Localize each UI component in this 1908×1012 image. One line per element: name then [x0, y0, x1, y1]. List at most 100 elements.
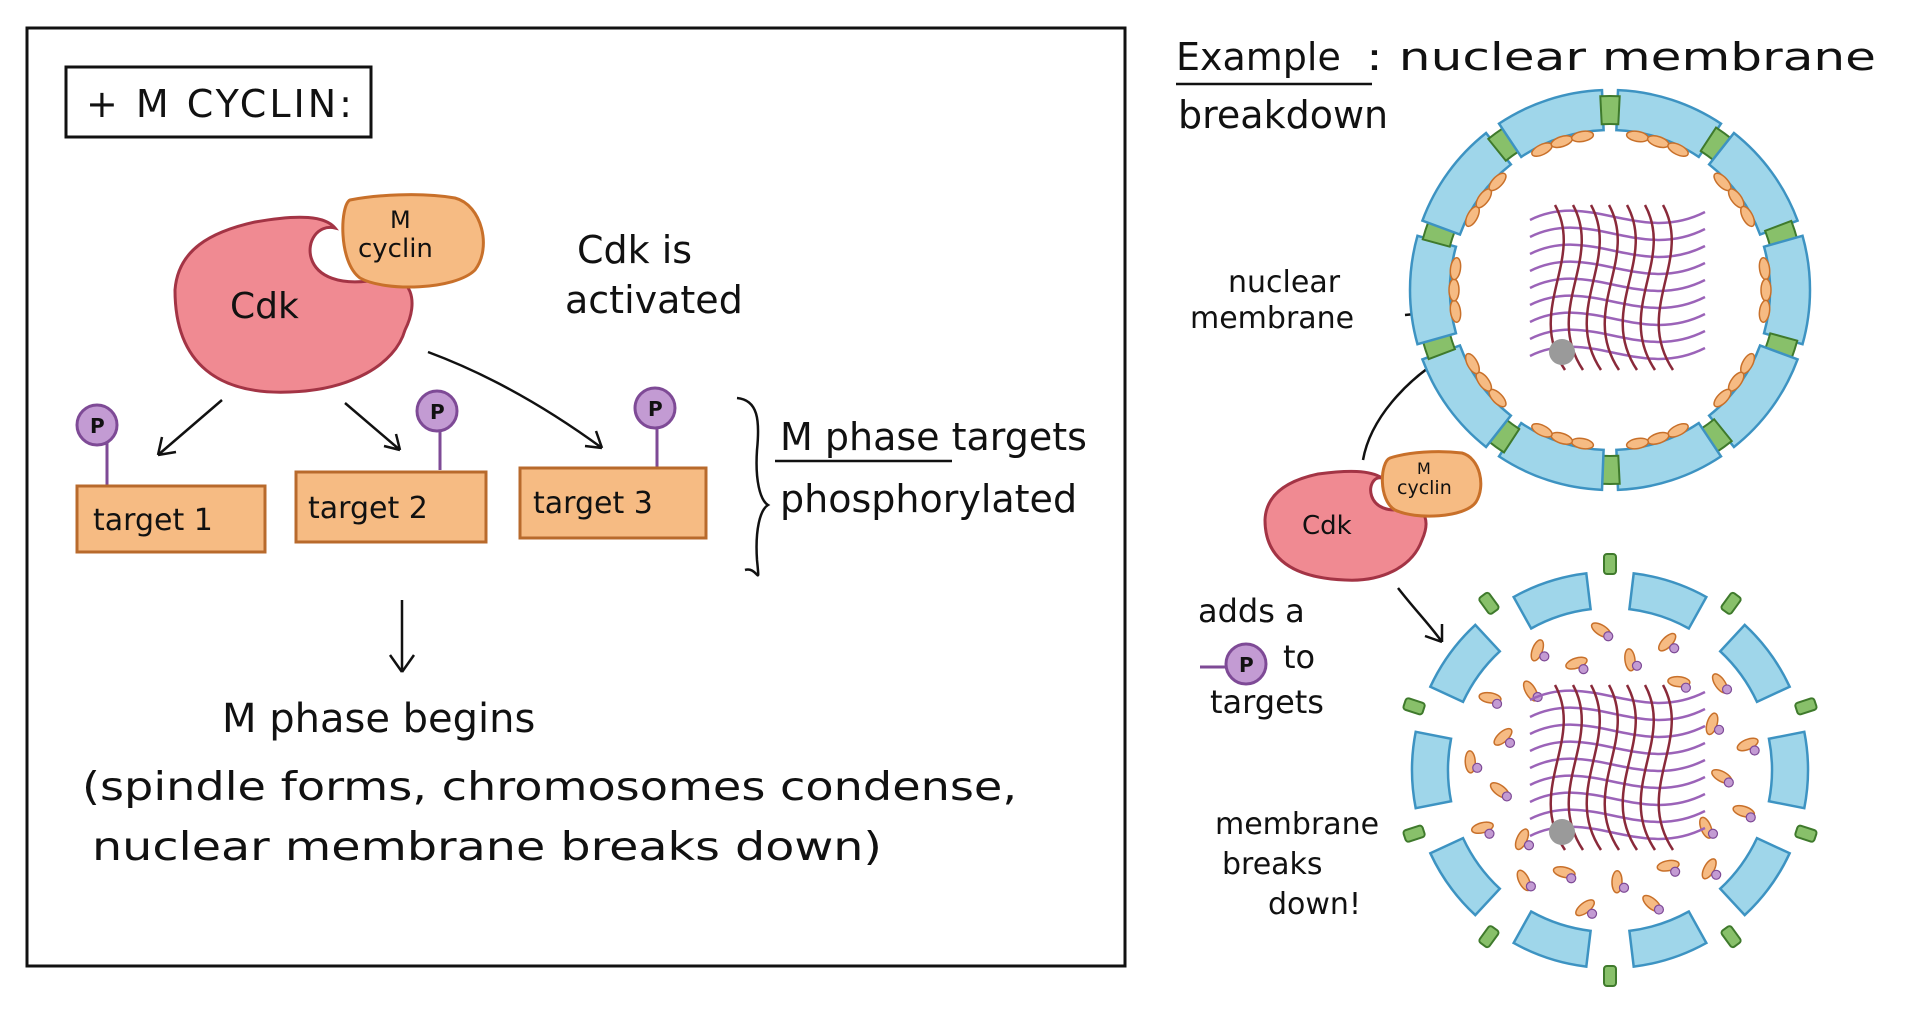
membrane-fragment: [1767, 730, 1810, 810]
target-3-label: target 3: [533, 486, 653, 521]
phosphate-dot: [1707, 828, 1719, 839]
target-2-label: target 2: [308, 491, 428, 526]
free-pore: [1478, 591, 1500, 615]
phosphate-dot: [1723, 777, 1734, 788]
phosphate-dot: [1603, 631, 1614, 642]
to-label: to: [1283, 638, 1315, 676]
phosphate-dot: [1566, 873, 1577, 884]
cdk-activated-line1: Cdk is: [577, 228, 692, 272]
free-pore: [1794, 824, 1818, 843]
chromatin-strand: [1529, 723, 1706, 739]
free-pore: [1794, 697, 1818, 716]
arrow-to-target-1: [156, 399, 223, 457]
m-phase-events-line2: nuclear membrane breaks down): [92, 825, 882, 870]
lamina-protein: [1625, 437, 1650, 450]
chromatin-strand: [1529, 328, 1706, 344]
membrane-fragment: [1511, 909, 1593, 968]
cyclin-label-m: M: [390, 206, 411, 234]
phosphate-dot: [1586, 908, 1598, 919]
targets-brace: [736, 396, 771, 577]
target-box-3: [518, 466, 708, 540]
lamina-protein: [1713, 388, 1732, 408]
lamina-protein: [1531, 423, 1553, 438]
phosphate-dot: [1713, 724, 1725, 735]
lamina-protein: [1488, 172, 1507, 192]
target-1-label: target 1: [93, 503, 213, 538]
breaks-label-3: down!: [1268, 887, 1361, 922]
nucleolus: [1549, 819, 1575, 845]
phosphate-dot: [1523, 840, 1535, 851]
m-phase-begins: M phase begins: [222, 696, 535, 742]
arrows-to-targets: [156, 350, 604, 457]
breaks-label-1: membrane: [1215, 807, 1379, 842]
adds-phosphate: [1224, 642, 1268, 686]
cyclin-label-word: cyclin: [358, 234, 433, 264]
free-pore: [1478, 925, 1500, 949]
phosphate-dot: [1472, 762, 1483, 773]
phosphate-dot: [1504, 737, 1516, 749]
phosphate-3: [633, 386, 677, 430]
phosphate-dot: [1721, 684, 1733, 695]
chromatin-strand: [1529, 311, 1706, 327]
membrane-fragment: [1718, 623, 1792, 704]
lamina-protein: [1760, 278, 1772, 302]
free-pore: [1603, 965, 1617, 987]
lamina-protein: [1758, 299, 1771, 323]
chromatin-strand: [1621, 204, 1639, 371]
chromatin-strand: [1529, 808, 1706, 824]
phosphate-group-left: P P P: [75, 386, 677, 487]
phosphate-dot: [1578, 664, 1589, 675]
example-title-rest: : nuclear membrane: [1366, 35, 1876, 79]
chromatin-strand: [1529, 243, 1706, 259]
phosphate-dot: [1745, 812, 1756, 823]
phosphate-1: [75, 403, 119, 447]
targets-note-line2: phosphorylated: [780, 477, 1077, 521]
example-title-line2: breakdown: [1178, 93, 1388, 137]
lamina-protein: [1449, 257, 1462, 281]
chromatin-strand: [1585, 204, 1603, 371]
chromatin-strand: [1529, 757, 1706, 773]
phosphate-dot: [1484, 828, 1495, 839]
phosphate-dot: [1525, 881, 1536, 892]
targets-note-line1: M phase targets: [780, 415, 1087, 459]
free-pore: [1720, 591, 1742, 615]
lamina-protein: [1739, 205, 1756, 228]
phosphate-dot: [1680, 682, 1691, 693]
lamina-protein: [1570, 130, 1595, 143]
phosphate-dot: [1618, 882, 1630, 893]
nuclear-membrane-label-1: nuclear: [1228, 265, 1341, 300]
free-pore: [1720, 925, 1742, 949]
chromatin-strand: [1529, 226, 1706, 242]
chromatin-strand: [1529, 791, 1706, 807]
target-box-1: [75, 484, 267, 554]
small-cyclin-label-word: cyclin: [1397, 477, 1452, 499]
small-cyclin-shape: [1380, 450, 1483, 518]
chromatin-strand: [1585, 684, 1603, 851]
free-pore: [1603, 553, 1617, 575]
lamina-protein: [1667, 142, 1689, 157]
membrane-fragment: [1410, 730, 1453, 810]
membrane-fragment: [1428, 836, 1502, 917]
chromatin-strand: [1603, 684, 1621, 851]
chromatin-strand: [1639, 684, 1657, 851]
cdk-to-broken-arrow: [1397, 587, 1444, 644]
target-box-2: [294, 470, 488, 544]
header-label: + M CYCLIN:: [86, 82, 355, 126]
chromatin-strand: [1529, 774, 1706, 790]
phosphate-dot: [1669, 643, 1680, 654]
m-phase-events-line1: (spindle forms, chromosomes condense,: [82, 765, 1017, 810]
phosphate-dot: [1539, 651, 1550, 662]
cyclin-shape: [341, 193, 485, 289]
cdk-activated-line2: activated: [565, 278, 743, 322]
phosphate-dot: [1749, 745, 1760, 756]
membrane-fragment: [1627, 909, 1709, 968]
example-word: Example: [1176, 35, 1341, 79]
membrane-fragment: [1627, 572, 1709, 631]
chromatin-strand: [1529, 740, 1706, 756]
phosphate-3-label: P: [648, 397, 663, 421]
arrow-to-target-2: [344, 402, 402, 452]
chromatin-strand: [1529, 277, 1706, 293]
free-pore: [1402, 697, 1426, 716]
phosphate-2: [415, 389, 459, 433]
